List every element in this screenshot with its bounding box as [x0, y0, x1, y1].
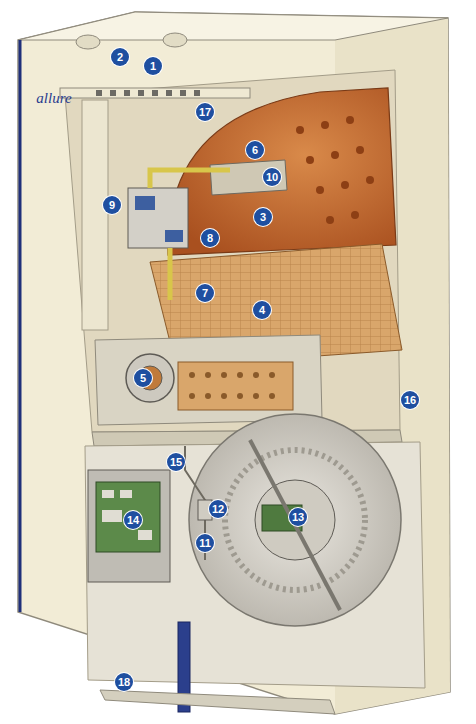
board-parts — [102, 490, 152, 540]
blower-wheel — [225, 450, 365, 590]
callout-number: 4 — [253, 301, 271, 319]
blower-housing — [189, 414, 401, 626]
callout-number: 16 — [401, 391, 419, 409]
vent-pipe — [82, 100, 108, 330]
callout-number: 1 — [144, 57, 162, 75]
callout-number: 2 — [111, 48, 129, 66]
callout-number: 6 — [246, 141, 264, 159]
callout-number: 3 — [254, 208, 272, 226]
gas-line — [150, 170, 230, 188]
cabinet-shell — [18, 12, 450, 714]
exchanger-dimples — [296, 116, 374, 224]
callout-number: 17 — [196, 103, 214, 121]
callout-number: 10 — [263, 168, 281, 186]
burner-manifold — [210, 160, 287, 195]
callout-number: 8 — [201, 229, 219, 247]
indicator-lights — [96, 90, 200, 96]
base-rail — [100, 690, 335, 714]
valve-solenoid — [135, 196, 155, 210]
callout-number: 7 — [196, 284, 214, 302]
knob — [163, 33, 187, 47]
circuit-board — [96, 482, 160, 552]
callout-number: 12 — [209, 500, 227, 518]
inducer-motor — [126, 354, 174, 402]
tube-ends — [189, 372, 275, 399]
callout-number: 14 — [124, 511, 142, 529]
callout-number: 13 — [289, 508, 307, 526]
blower-motor — [255, 480, 335, 560]
control-box — [88, 470, 170, 582]
control-strip — [60, 88, 250, 98]
callout-number: 15 — [167, 453, 185, 471]
collector-box — [95, 335, 322, 425]
callout-number: 5 — [134, 369, 152, 387]
motor-mount — [250, 440, 340, 610]
tube-bundle — [178, 362, 293, 410]
callout-number: 18 — [115, 673, 133, 691]
cabinet-edge — [19, 40, 22, 612]
gas-line — [168, 248, 173, 300]
valve-solenoid — [165, 230, 183, 242]
gas-valve — [128, 188, 188, 248]
brand-label: allure — [36, 91, 71, 106]
callout-number: 11 — [196, 534, 214, 552]
callout-number: 9 — [103, 196, 121, 214]
knob — [76, 35, 100, 49]
